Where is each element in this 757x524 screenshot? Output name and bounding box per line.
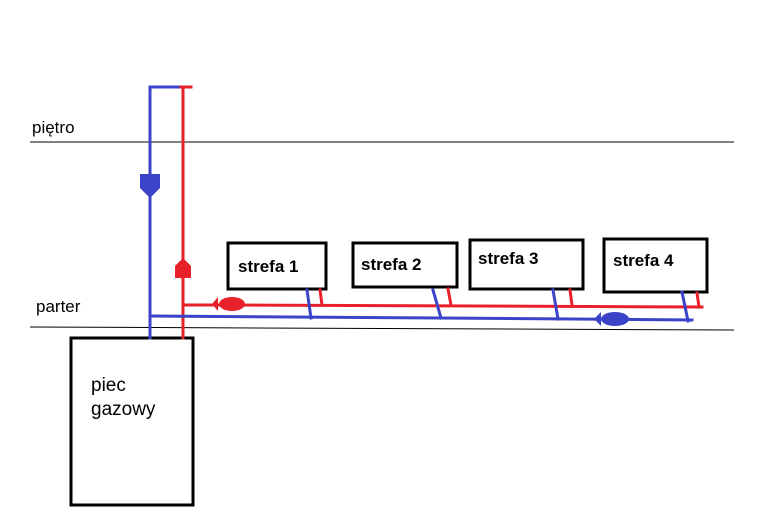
gas-furnace — [69, 336, 195, 507]
return-riser — [148, 85, 180, 340]
zone-box-2 — [351, 241, 459, 289]
supply-branch-zone-4 — [695, 291, 701, 309]
zone-box-1 — [226, 241, 328, 291]
return-pump-icon — [601, 312, 629, 326]
return-branch-zone-1 — [305, 288, 313, 320]
supply-branch-zone-3 — [568, 288, 574, 307]
zone-label-4: strefa 4 — [613, 251, 674, 270]
zone-box-3 — [468, 238, 585, 291]
return-branch-zone-2 — [431, 288, 443, 320]
upper-floor-label: piętro — [32, 118, 75, 137]
zone-label-1: strefa 1 — [238, 257, 298, 276]
return-pump-arrow-icon — [594, 312, 601, 326]
return-riser-arrow-icon — [140, 174, 160, 198]
furnace-label-line1: piec — [91, 375, 126, 396]
return-branch-zone-3 — [551, 288, 560, 321]
zone-label-2: strefa 2 — [361, 255, 421, 274]
ground-floor-label: parter — [36, 297, 81, 316]
ground-floor-line — [29, 326, 735, 331]
zone-box-4 — [602, 237, 709, 294]
supply-branch-zone-2 — [446, 287, 453, 307]
supply-branch-zone-1 — [318, 288, 324, 307]
furnace-label-line2: gazowy — [91, 399, 156, 420]
return-branch-zone-4 — [680, 290, 690, 323]
supply-pump-icon — [219, 297, 245, 311]
supply-main — [181, 303, 704, 309]
supply-pump-arrow-icon — [212, 297, 218, 311]
supply-pipes — [173, 85, 704, 340]
supply-riser-arrow-icon — [175, 258, 191, 278]
zone-label-3: strefa 3 — [478, 249, 538, 268]
